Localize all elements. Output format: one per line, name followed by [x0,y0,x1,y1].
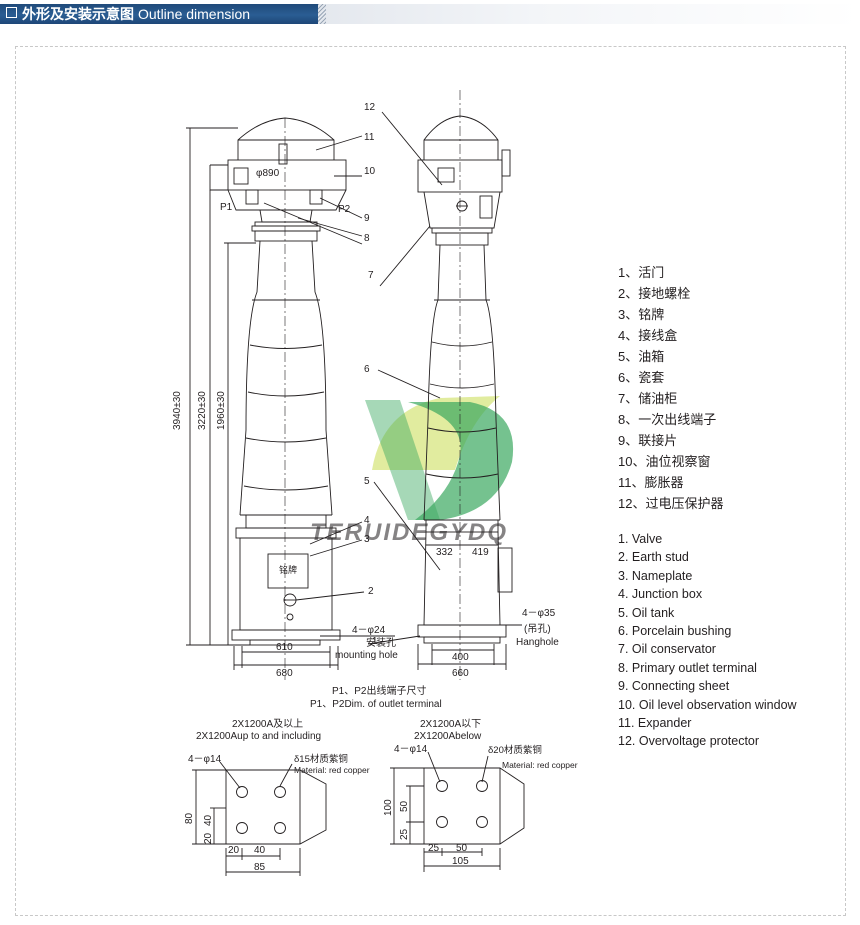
mounting-hole-en: mounting hole [335,650,398,661]
legend-en-item: 2. Earth stud [618,550,689,565]
section-title-cn: 外形及安装示意图 [22,6,134,22]
legend-cn-item: 3、铭牌 [618,307,665,322]
terminal-note-en: P1、P2Dim. of outlet terminal [310,699,442,710]
callout-9: 9 [364,213,370,224]
mounting-hole-spec: 4－φ24 [352,625,386,636]
side-view: 12 7 6 5 1 332 419 4－φ35 (吊孔) Hanghole [364,90,559,680]
front-view: 铭牌 3940±30 3220±30 1960±30 φ890 P1 P2 [172,117,398,680]
legend-cn-item: 10、油位视察窗 [618,454,711,469]
legend-cn-item: 11、膨胀器 [618,475,684,490]
legend-cn-item: 6、瓷套 [618,370,665,385]
terminal-left-thickness: δ15材质紫铜 [294,753,348,765]
terminal-p1-label: P1 [220,202,233,213]
terminal-right-material: Material: red copper [502,760,578,770]
watermark-logo: TERUIDEGYDQ [310,396,514,546]
legend-en-item: 7. Oil conservator [618,642,716,657]
callout-4: 4 [364,515,370,526]
side-width-660: 660 [452,668,469,679]
header-bar [0,4,318,24]
terminal-left-dim-40: 40 [203,814,214,826]
terminal-right-dim-105: 105 [452,856,469,867]
legend-en-item: 11. Expander [618,715,692,730]
legend-en-item: 5. Oil tank [618,605,675,620]
side-width-400: 400 [452,652,469,663]
terminal-left-dim-85: 85 [254,862,266,873]
terminal-left-dim-40h: 40 [254,845,266,856]
hanghole-cn: (吊孔) [524,623,551,635]
terminal-note-cn: P1、P2出线端子尺寸 [332,684,426,697]
callout-6: 6 [364,364,370,375]
height-conservator: 3220±30 [197,391,208,430]
terminal-left-title-en: 2X1200Aup to and including [196,731,321,742]
callout-3: 3 [364,534,370,545]
offset-332: 332 [436,547,453,558]
offset-419: 419 [472,547,489,558]
drawing-frame [15,46,846,916]
callout-1: 1 [372,636,378,647]
terminal-right-hole: 4－φ14 [394,744,428,755]
conservator-diameter: φ890 [256,168,280,179]
callout-7: 7 [368,270,374,281]
legend-cn-item: 2、接地螺栓 [618,286,691,301]
legend-en-item: 6. Porcelain bushing [618,623,732,638]
legend-cn-item: 9、联接片 [618,433,678,448]
hanghole-spec: 4－φ35 [522,608,556,619]
terminal-left-dim-80: 80 [184,812,195,824]
terminal-right-dim-50v: 50 [399,800,410,812]
terminal-left-title-cn: 2X1200A及以上 [232,718,303,730]
height-overall: 3940±30 [172,391,183,430]
terminal-left-hole: 4－φ14 [188,754,222,765]
legend-cn-item: 8、一次出线端子 [618,412,717,427]
watermark-text: TERUIDEGYDQ [310,519,508,546]
terminal-right-dim-25v: 25 [399,828,410,840]
terminal-detail-left: 2X1200A及以上 2X1200Aup to and including 4－… [184,718,370,876]
legend-en-item: 3. Nameplate [618,568,693,583]
front-width-680: 680 [276,668,293,679]
hanghole-en: Hanghole [516,637,559,648]
terminal-right-thickness: δ20材质紫铜 [488,744,542,756]
mounting-hole-cn: 安装孔 [366,636,396,649]
legend-english: 1. Valve 2. Earth stud 3. Nameplate 4. J… [618,530,797,751]
legend-en-item: 4. Junction box [618,587,703,602]
legend-en-item: 10. Oil level observation window [618,697,797,712]
callout-10: 10 [364,166,376,177]
legend-cn-item: 7、储油柜 [618,391,678,406]
legend-chinese: 1、活门 2、接地螺栓 3、铭牌 4、接线盒 5、油箱 6、瓷套 7、储油柜 8… [618,262,723,514]
terminal-detail-right: 2X1200A以下 2X1200Abelow 4－φ14 δ20材质紫铜 Mat… [383,719,578,872]
legend-cn-item: 12、过电压保护器 [618,496,724,511]
legend-en-item: 12. Overvoltage protector [618,734,760,749]
terminal-right-title-en: 2X1200Abelow [414,731,482,742]
legend-en-item: 1. Valve [618,532,663,546]
callout-8: 8 [364,233,370,244]
terminal-right-dim-25h: 25 [428,843,440,854]
nameplate-label: 铭牌 [279,564,297,575]
legend-en-item: 8. Primary outlet terminal [618,660,757,675]
legend-cn-item: 4、接线盒 [618,328,678,343]
legend-en-item: 9. Connecting sheet [618,679,730,694]
height-bushing: 1960±30 [216,391,227,430]
callout-2: 2 [368,586,374,597]
section-title-en: Outline dimension [138,6,251,22]
terminal-right-title-cn: 2X1200A以下 [420,719,481,730]
callout-11: 11 [364,132,375,143]
checkbox-square-icon [6,7,17,18]
header-fade-strip [318,4,860,24]
terminal-right-dim-100: 100 [383,799,394,816]
terminal-left-dim-20v: 20 [203,832,214,844]
legend-cn-item: 1、活门 [618,265,665,280]
terminal-right-dim-50h: 50 [456,843,468,854]
callout-12: 12 [364,102,376,113]
terminal-left-material: Material: red copper [294,765,370,775]
legend-cn-item: 5、油箱 [618,349,665,364]
terminal-left-dim-20h: 20 [228,845,240,856]
front-width-610: 610 [276,642,293,653]
callout-5: 5 [364,476,370,487]
